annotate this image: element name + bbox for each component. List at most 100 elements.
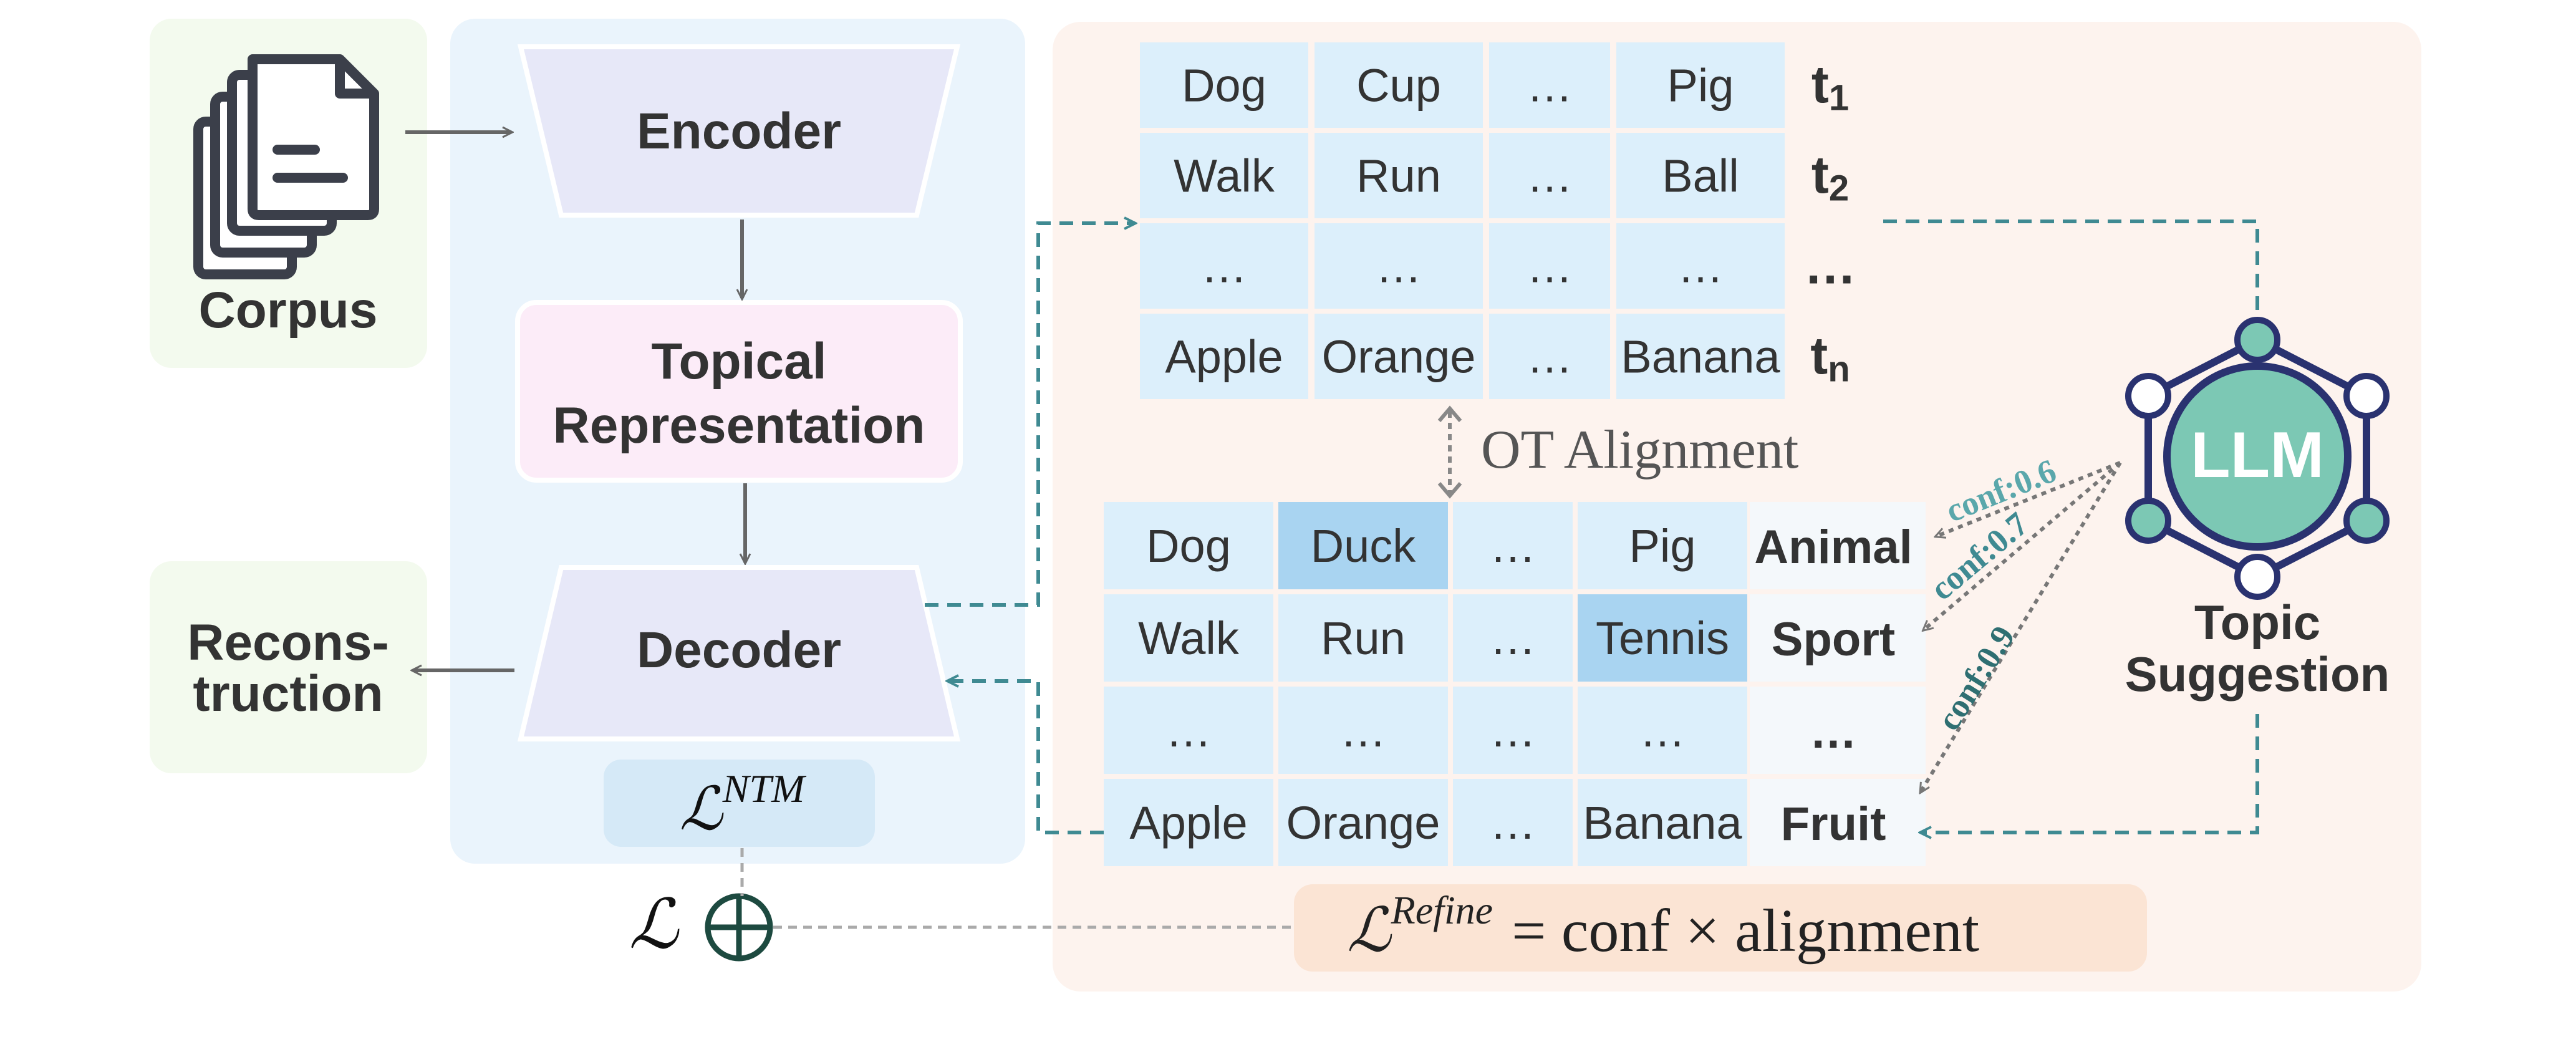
refined-table-word: … <box>1490 797 1536 849</box>
corpus-label: Corpus <box>199 282 378 339</box>
refined-table-cell <box>1578 687 1747 774</box>
top-table-word: … <box>1677 241 1724 292</box>
top-table-word: … <box>1201 241 1247 292</box>
refined-table-word: Orange <box>1286 797 1440 849</box>
refined-table-cell <box>1104 779 1273 866</box>
top-table-cell <box>1315 223 1483 309</box>
refined-table-word: … <box>1165 705 1212 756</box>
encoder-label: Encoder <box>637 103 841 160</box>
ot-alignment-arrowhead-down <box>1437 482 1462 499</box>
refined-table-cell <box>1578 779 1747 866</box>
top-table-word: Ball <box>1662 150 1739 202</box>
conf-arrow-animal <box>1936 461 2121 536</box>
refined-table-cell <box>1278 687 1448 774</box>
topic-name-label: Fruit <box>1781 798 1886 851</box>
conf-arrow-fruit <box>1921 461 2122 792</box>
top-table-cell <box>1489 223 1610 309</box>
dashed-llm-to-bottom-table <box>1921 714 2259 832</box>
refined-table-cell-highlighted <box>1278 502 1448 589</box>
refined-table-cell <box>1453 502 1573 589</box>
top-table-word: … <box>1527 331 1573 383</box>
topic-suggestion-line2: Suggestion <box>2125 647 2390 702</box>
top-table-cell <box>1616 314 1785 399</box>
refined-table-word: … <box>1490 520 1536 572</box>
top-table-cell <box>1140 42 1308 128</box>
topic-name-cell <box>1750 594 1926 682</box>
top-table-cell <box>1140 133 1308 218</box>
top-table-word: … <box>1527 241 1573 292</box>
topic-name-label: Sport <box>1772 613 1895 666</box>
refined-table-word: Tennis <box>1596 612 1729 664</box>
refined-table-cell <box>1278 779 1448 866</box>
topic-id-label: t1 <box>1811 55 1849 118</box>
top-table-word: Orange <box>1322 331 1476 383</box>
refined-table-word: … <box>1490 612 1536 664</box>
refined-table-word: Run <box>1321 612 1406 664</box>
dashed-bottom-table-to-decoder <box>948 681 1104 834</box>
top-table-cell <box>1315 133 1483 218</box>
decoder-shape <box>517 565 961 741</box>
loss-ntm-label: ℒNTM <box>680 766 807 842</box>
circle-plus-icon <box>705 893 773 962</box>
refined-table-cell <box>1453 779 1573 866</box>
hexagon-network-icon <box>2125 317 2390 600</box>
topic-name-cell <box>1750 779 1926 866</box>
reconstruction-panel <box>150 561 427 773</box>
top-table-word: … <box>1527 60 1573 112</box>
reconstruction-label-line2: truction <box>193 665 383 722</box>
topic-suggestion-line1: Topic <box>2194 595 2320 650</box>
decoder-label: Decoder <box>637 622 841 678</box>
refined-table-cell <box>1104 502 1273 589</box>
refined-table-cell <box>1104 594 1273 682</box>
refined-table-word: Pig <box>1629 520 1696 572</box>
topic-id-label: … <box>1804 236 1856 295</box>
refined-table-cell <box>1578 502 1747 589</box>
topic-id-label: tn <box>1810 327 1850 390</box>
refined-table-cell-highlighted <box>1578 594 1747 682</box>
top-table-cell <box>1616 133 1785 218</box>
llm-label: LLM <box>2191 419 2324 491</box>
refined-table-word: Banana <box>1583 797 1742 849</box>
topical-label-line2: Representation <box>553 397 925 454</box>
refined-table-word: Apple <box>1129 797 1247 849</box>
topical-label-line1: Topical <box>652 333 827 390</box>
top-table-cell <box>1140 314 1308 399</box>
conf-arrow-sport <box>1924 461 2121 630</box>
dashed-top-table-to-llm <box>1883 220 2259 318</box>
refined-table-cell <box>1453 594 1573 682</box>
refined-table-word: Walk <box>1138 612 1240 664</box>
top-table-word: Walk <box>1174 150 1275 202</box>
refined-table-word: … <box>1340 705 1386 756</box>
topic-id-label: t2 <box>1811 146 1849 209</box>
top-table-cell <box>1489 314 1610 399</box>
refined-table-word: Duck <box>1311 520 1417 572</box>
refined-table-word: Dog <box>1146 520 1231 572</box>
topic-name-label: … <box>1810 705 1857 758</box>
topic-name-cell <box>1750 687 1926 774</box>
top-table-cell <box>1616 42 1785 128</box>
top-table-word: Banana <box>1621 331 1780 383</box>
top-table-word: Cup <box>1356 60 1441 112</box>
encoder-shape <box>517 44 961 218</box>
top-table-word: Pig <box>1667 60 1734 112</box>
refined-table-cell <box>1104 687 1273 774</box>
ot-alignment-label: OT Alignment <box>1481 420 1798 480</box>
refined-table-word: … <box>1639 705 1686 756</box>
top-table-cell <box>1140 223 1308 309</box>
topical-representation-box <box>515 300 963 483</box>
top-table-cell <box>1315 42 1483 128</box>
dashed-decoder-to-top-table <box>925 223 1135 607</box>
top-table-cell <box>1616 223 1785 309</box>
loss-ntm-box <box>604 760 875 847</box>
document-stack-icon <box>193 54 379 279</box>
top-table-word: … <box>1527 150 1573 202</box>
refined-table-word: … <box>1490 705 1536 756</box>
refined-table-cell <box>1278 594 1448 682</box>
loss-refine-label: ℒRefine= conf × alignment <box>1347 888 1979 965</box>
top-table-word: Dog <box>1182 60 1266 112</box>
loss-total-label: ℒ <box>629 887 680 963</box>
topic-name-label: Animal <box>1754 521 1912 574</box>
